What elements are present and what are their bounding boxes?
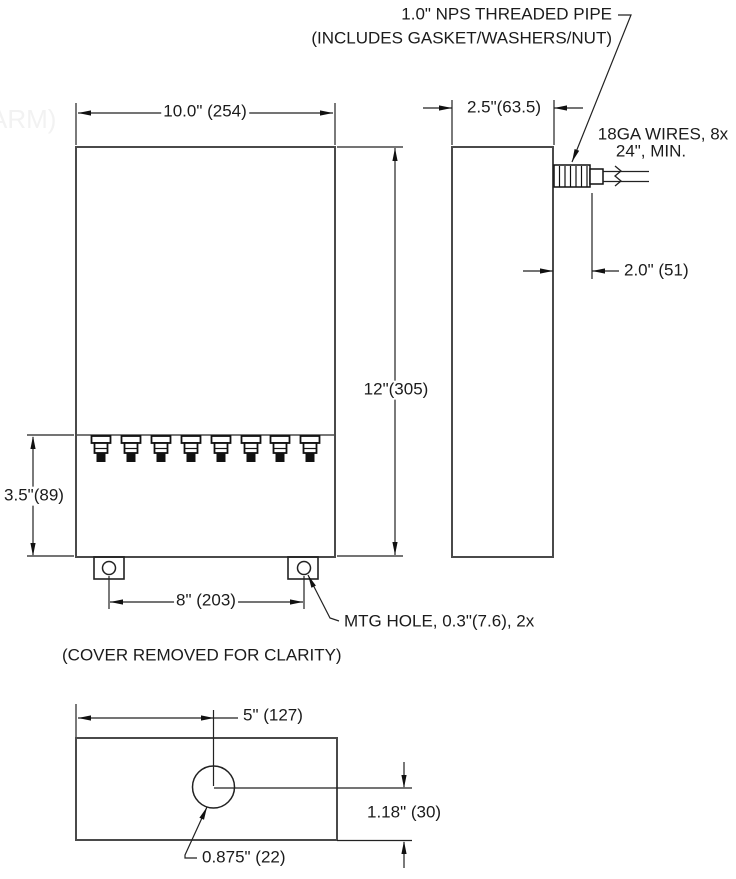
threaded-pipe	[553, 164, 604, 188]
dimension-lines	[27, 14, 632, 868]
terminal-connectors	[90, 435, 321, 462]
terminal-connector	[299, 435, 321, 462]
dim-bottom-hole-offset-x: 5" (127)	[241, 705, 305, 726]
front-view-outline	[75, 146, 336, 558]
dim-pipe-protrusion: 2.0" (51)	[622, 260, 691, 281]
wires-note-line2: 24", MIN.	[613, 141, 689, 162]
watermark-fragment: ARM)	[0, 104, 57, 134]
wire-break-symbol	[613, 165, 623, 187]
dim-mtg-hole-spacing: 8" (203)	[174, 590, 238, 611]
pipe-leader-line	[571, 14, 632, 163]
bottom-hole	[191, 765, 236, 809]
dim-front-height: 12"(305)	[361, 379, 431, 400]
terminal-connector	[210, 435, 232, 462]
pipe-note-line2: (INCLUDES GASKET/WASHERS/NUT)	[309, 28, 614, 49]
dim-front-width: 10.0" (254)	[161, 101, 249, 122]
bottom-view-outline	[75, 737, 338, 841]
terminal-connector	[120, 435, 142, 462]
terminal-connector	[90, 435, 112, 462]
cover-note: (COVER REMOVED FOR CLARITY)	[60, 645, 344, 666]
pipe-note-line1: 1.0" NPS THREADED PIPE	[399, 4, 614, 25]
mounting-tabs	[93, 556, 319, 580]
mtg-hole-note: MTG HOLE, 0.3"(7.6), 2x	[342, 611, 537, 632]
side-view-outline	[451, 146, 554, 558]
terminal-connector	[150, 435, 172, 462]
dim-bottom-hole-diameter: 0.875" (22)	[200, 847, 288, 868]
dim-terminal-zone-height: 3.5"(89)	[2, 485, 66, 506]
wires-note-line1: 18GA WIRES, 8x	[595, 124, 731, 145]
terminal-connector	[180, 435, 202, 462]
wires	[603, 165, 649, 187]
mtg-hole-leader-line	[307, 574, 340, 622]
dim-side-depth: 2.5"(63.5)	[464, 97, 544, 118]
dim-bottom-hole-offset-y: 1.18" (30)	[365, 802, 444, 823]
bottom-hole-leader-line	[184, 806, 208, 859]
terminal-connector	[240, 435, 262, 462]
arrowheads	[30, 105, 605, 854]
terminal-connector	[269, 435, 291, 462]
